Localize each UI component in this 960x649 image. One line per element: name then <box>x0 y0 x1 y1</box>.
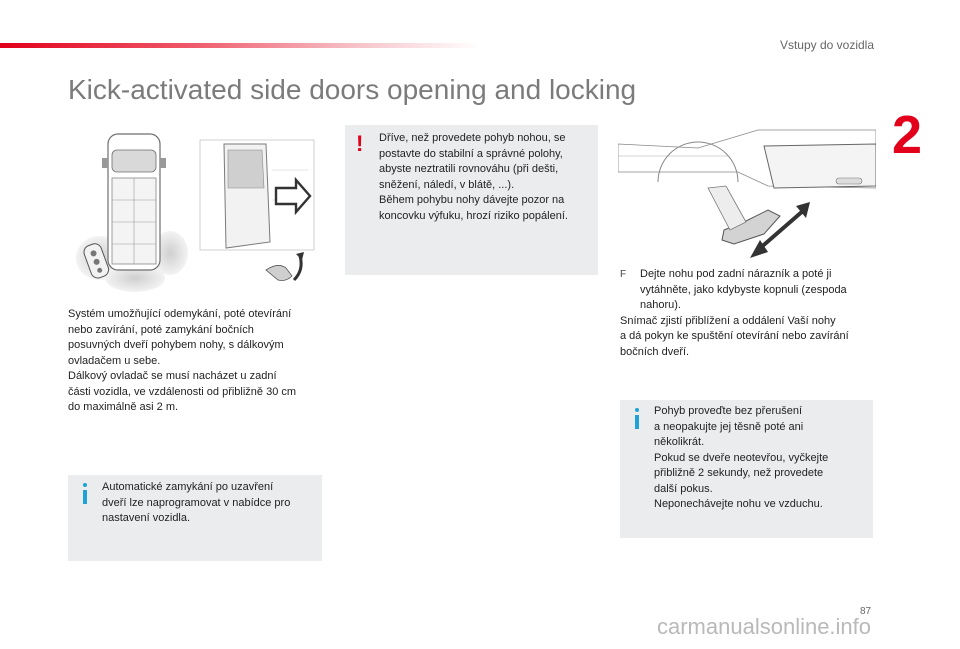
instruction-text: F Dejte nohu pod zadní nárazník a poté j… <box>620 267 882 360</box>
text-line: Dálkový ovladač se musí nacházet u zadní <box>68 370 277 382</box>
text-line: a dá pokyn ke spuštění otevírání nebo za… <box>620 330 849 342</box>
page-number: 87 <box>860 606 872 617</box>
info-icon <box>635 408 639 430</box>
side-door-kick-illustration <box>199 139 315 282</box>
text-line: části vozidla, ve vzdálenosti od přibliž… <box>68 385 297 398</box>
text-line: koncovku výfuku, hrozí riziko popálení. <box>379 209 568 222</box>
text-line: další pokus. <box>654 482 713 495</box>
text-line: Automatické zamykání po uzavření <box>102 481 274 493</box>
text-line: vytáhněte, jako kdybyste kopnuli (zespod… <box>640 283 847 296</box>
page-title: Kick-activated side doors opening and lo… <box>68 74 637 105</box>
text-line: ovladačem u sebe. <box>68 354 161 367</box>
leg-icon <box>707 185 747 231</box>
text-line: sněžení, náledí, v blátě, ...). <box>379 178 515 191</box>
text-line: Snímač zjistí přiblížení a oddálení Vaší… <box>620 314 836 327</box>
text-line: Během pohybu nohy dávejte pozor na <box>379 194 565 206</box>
header-accent-bar <box>0 43 480 48</box>
text-line: nahoru). <box>640 299 681 311</box>
chapter-number: 2 <box>892 105 923 165</box>
text-line: abyste neztratili rovnováhu (při dešti, <box>379 163 559 175</box>
text-line: posuvných dveří pohybem nohy, s dálkovým <box>68 339 284 351</box>
info-box-text: Pohyb proveďte bez přerušení a neopakujt… <box>654 404 868 513</box>
text-line: Dříve, než provedete pohyb nohou, se <box>379 132 566 144</box>
kick-arrow-icon <box>292 255 303 282</box>
rear-bumper-kick-illustration <box>618 129 876 258</box>
text-line: přibližně 2 sekundy, než provedete <box>654 467 824 479</box>
text-line: několikrát. <box>654 436 705 448</box>
warning-box: ! Dříve, než provedete pohyb nohou, se p… <box>345 125 598 275</box>
info-icon <box>83 483 87 505</box>
section-title: Vstupy do vozidla <box>779 38 874 52</box>
rear-bumper <box>763 143 876 189</box>
warning-text: Dříve, než provedete pohyb nohou, se pos… <box>379 131 593 224</box>
detection-zone-right <box>152 231 188 275</box>
info-box-text: Automatické zamykání po uzavření dveří l… <box>102 480 316 527</box>
kick-motion-arrow-icon <box>756 208 806 252</box>
text-line: bočních dveří. <box>620 345 690 358</box>
text-line: a neopakujte jej těsně poté ani <box>654 420 804 433</box>
text-line: nebo zavírání, poté zamykání bočních <box>68 323 254 336</box>
watermark: carmanualsonline.info <box>657 614 872 639</box>
key-fob-icon <box>83 243 110 279</box>
text-line: Neponechávejte nohu ve vzduchu. <box>654 498 823 510</box>
detection-zone-rear <box>105 264 165 292</box>
intro-text: Systém umožňující odemykání, poté otevír… <box>68 307 328 416</box>
van-top-view-illustration <box>76 133 188 292</box>
info-box-motion: Pohyb proveďte bez přerušení a neopakujt… <box>620 400 873 538</box>
text-line: nastavení vozidla. <box>102 512 191 524</box>
text-line: Systém umožňující odemykání, poté otevír… <box>68 308 292 320</box>
text-line: Pokud se dveře neotevřou, vyčkejte <box>654 451 829 464</box>
text-line: postavte do stabilní a správné polohy, <box>379 147 563 160</box>
bullet-item: F Dejte nohu pod zadní nárazník a poté j… <box>620 267 882 314</box>
text-line: Pohyb proveďte bez přerušení <box>654 405 803 417</box>
exclamation-icon: ! <box>356 131 364 156</box>
info-box-auto-lock: Automatické zamykání po uzavření dveří l… <box>68 475 322 561</box>
text-line: dveří lze naprogramovat v nabídce pro <box>102 496 291 509</box>
text-line: Dejte nohu pod zadní nárazník a poté ji <box>640 268 832 280</box>
bullet-symbol: F <box>620 269 627 280</box>
foot-icon <box>721 209 781 245</box>
door-direction-arrow-icon <box>274 176 312 216</box>
text-line: do maximálně asi 2 m. <box>68 401 179 413</box>
